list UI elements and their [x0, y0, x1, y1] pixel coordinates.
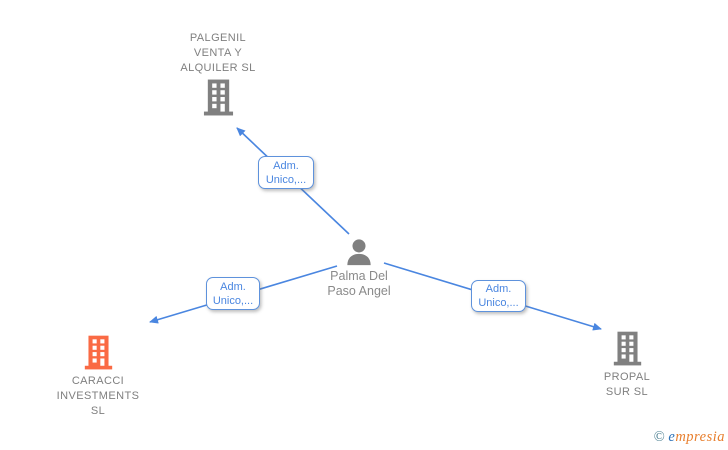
company-name: CARACCI INVESTMENTS SL	[56, 375, 140, 417]
company-name: PROPAL SUR SL	[603, 371, 651, 398]
edge-label-adm-unico-palgenil[interactable]: Adm. Unico,...	[258, 156, 314, 189]
edge-label-adm-unico-propal[interactable]: Adm. Unico,...	[471, 280, 526, 312]
brand-rest: mpresia	[675, 429, 725, 445]
company-node-palgenil[interactable]: PALGENIL VENTA Y ALQUILER SL	[154, 31, 282, 117]
building-icon	[83, 335, 114, 371]
empresia-logo[interactable]: © empresia	[654, 429, 725, 446]
brand-first-letter: e	[668, 429, 676, 445]
building-icon	[612, 331, 643, 367]
person-name: Palma Del Paso Angel	[327, 269, 391, 298]
edge-label-adm-unico-caracci[interactable]: Adm. Unico,...	[206, 277, 260, 310]
person-icon	[345, 238, 373, 266]
person-node[interactable]: Palma Del Paso Angel	[319, 238, 399, 299]
copyright-icon: ©	[653, 429, 669, 445]
company-name: PALGENIL VENTA Y ALQUILER SL	[180, 32, 256, 74]
company-node-caracci[interactable]: CARACCI INVESTMENTS SL	[38, 335, 158, 419]
company-node-propal[interactable]: PROPAL SUR SL	[567, 331, 687, 400]
building-icon	[202, 79, 235, 117]
